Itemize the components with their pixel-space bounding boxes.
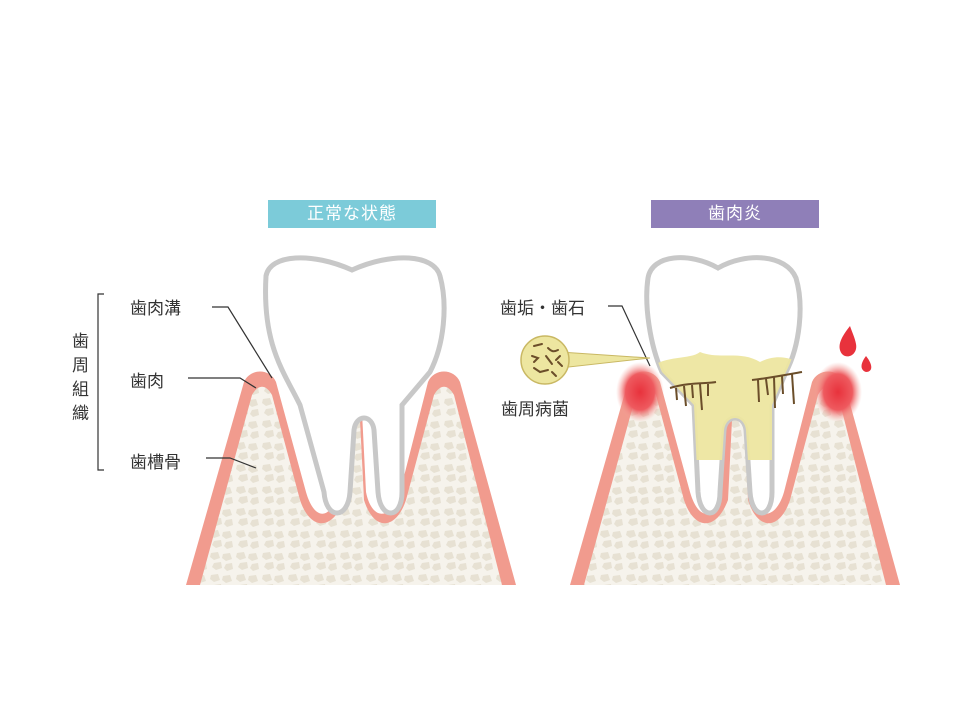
tooth-left [263,255,447,516]
blood-drop-small [861,356,872,372]
gingiva-label: 歯肉 [130,372,164,392]
periodontal-tissue-label: 歯周組織 [72,332,89,424]
leader-gum [188,377,257,389]
gingival-sulcus-label: 歯肉溝 [130,299,181,319]
bacteria-circle [520,335,570,385]
alveolar-bone-right [584,386,886,585]
tartar-deposits [669,371,803,411]
plaque-tartar-label: 歯垢・歯石 [500,299,585,319]
blood-drop-large [839,326,857,357]
leader-bone [206,457,257,469]
bracket-periodontal [97,293,104,471]
alveolar-bone-label: 歯槽骨 [130,453,181,473]
periodontal-bacteria-label: 歯周病菌 [501,400,569,420]
leader-sulcus [212,306,273,379]
label-gingivitis: 歯肉炎 [651,200,819,228]
inflammation-left [616,362,664,422]
inflammation-right [814,362,862,422]
label-normal-state: 正常な状態 [268,200,436,228]
annotation-lines [97,293,651,471]
bacteria-icon [531,343,563,377]
gingivitis-tooth-group [570,255,900,585]
bacteria-callout [520,335,651,385]
normal-tooth-group [186,255,516,585]
leader-plaque [608,305,651,367]
